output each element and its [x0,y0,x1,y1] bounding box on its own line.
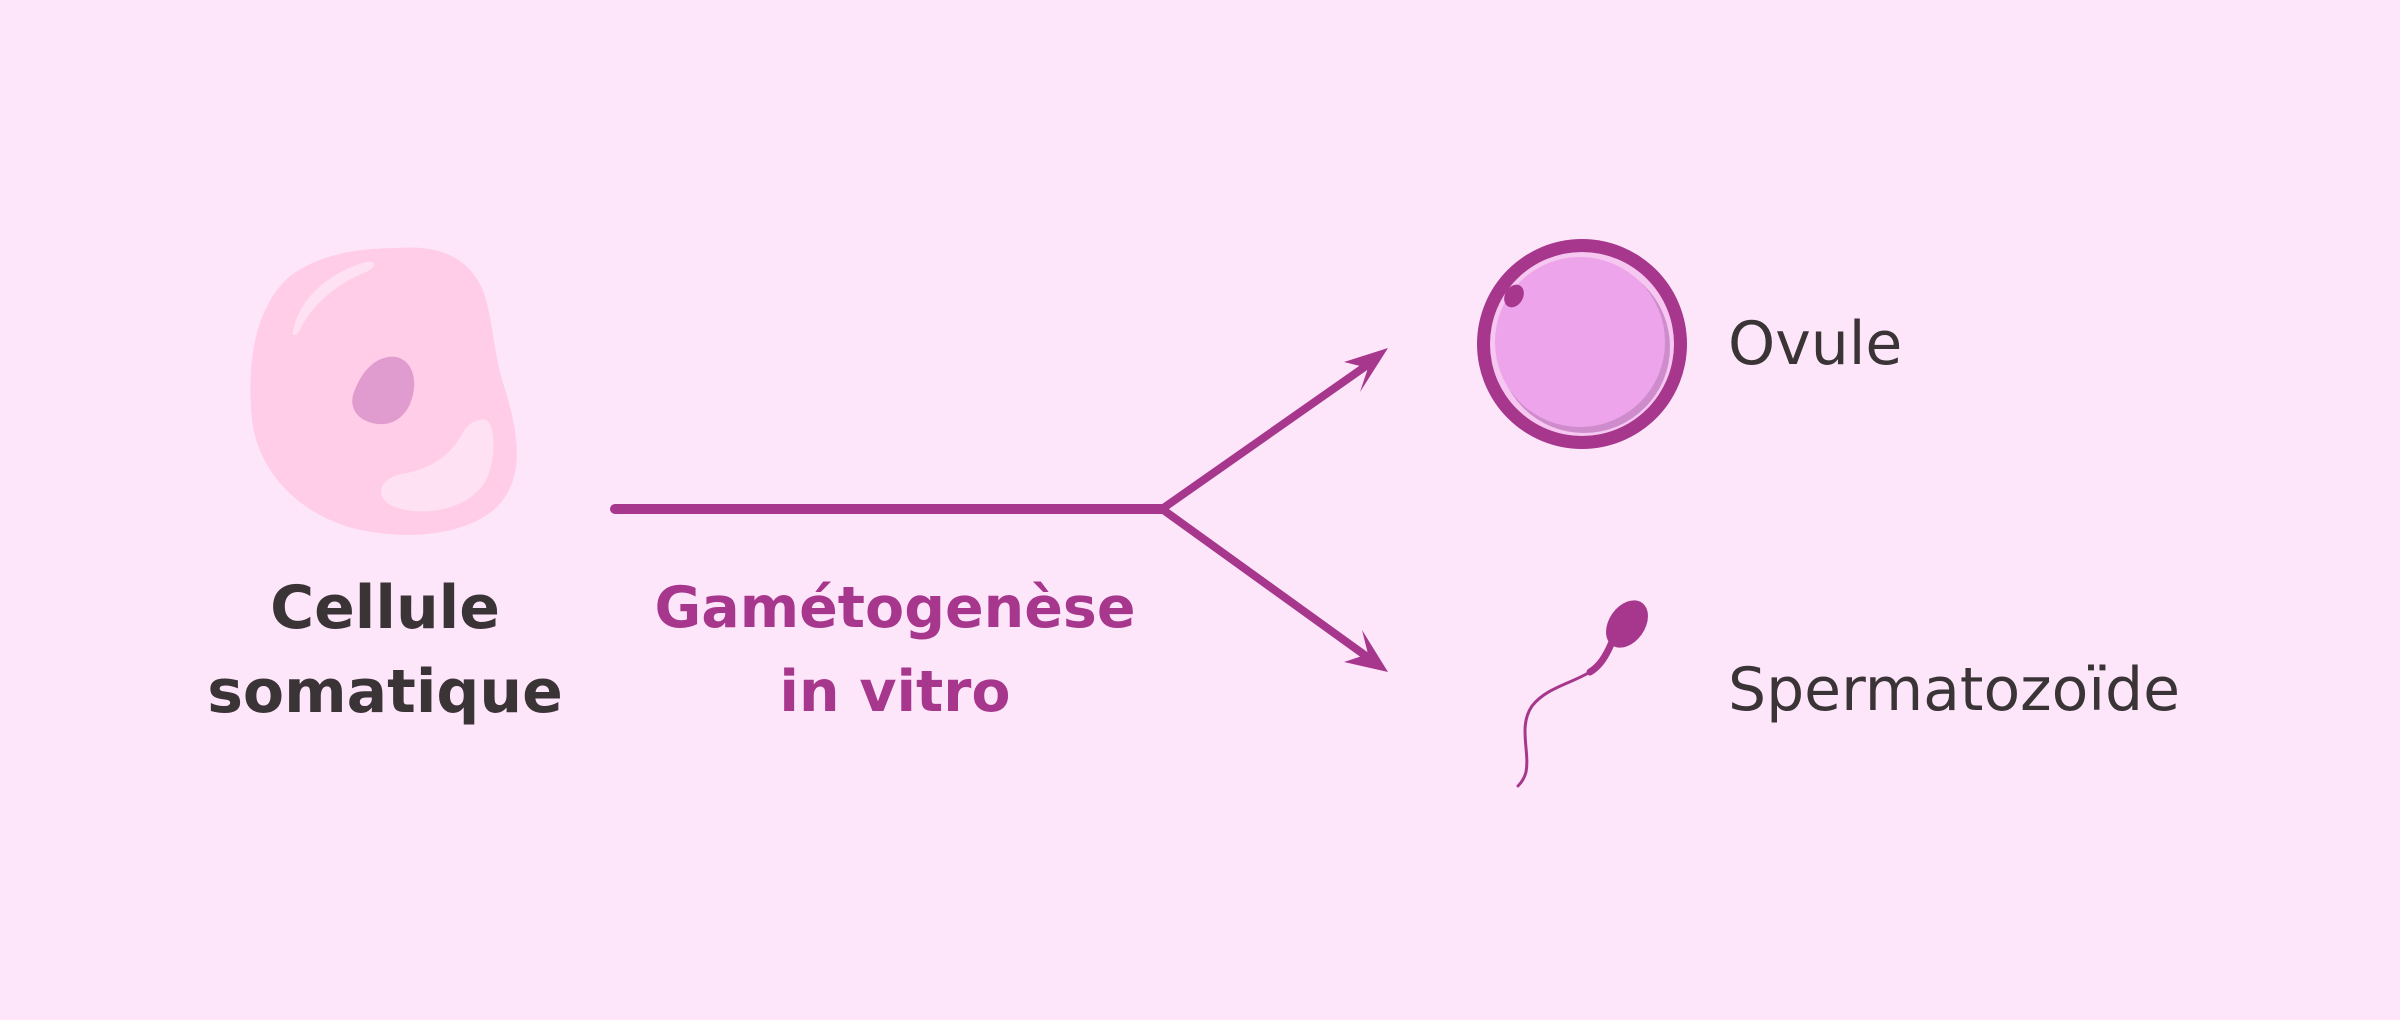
process-label-line2: in vitro [779,659,1011,725]
spermatozoid-label: Spermatozoïde [1728,655,2181,725]
process-label-line1: Gamétogenèse [654,575,1136,641]
ovule-label: Ovule [1728,309,1903,379]
ovule-nucleus [1504,284,1524,308]
spermatozoid-icon [1516,600,1648,788]
somatic-cell-label: Cellule somatique [160,566,610,734]
arrow-branch-up [1158,362,1370,513]
somatic-cell-icon [250,247,517,535]
somatic-cell-label-line1: Cellule [270,573,500,643]
ovule-cytoplasm [1495,257,1665,427]
sperm-midpiece [1586,638,1616,676]
ovule-icon [1477,239,1687,449]
somatic-cell-highlight-bottom [381,419,494,512]
somatic-cell-nucleus [352,356,415,425]
arrowhead-down [1344,630,1388,672]
arrowhead-up [1344,348,1388,392]
gametogenesis-arrow [610,348,1388,672]
sperm-head [1606,600,1648,648]
somatic-cell-label-line2: somatique [207,657,563,727]
process-label: Gamétogenèse in vitro [620,566,1170,734]
arrow-branch-down [1158,505,1370,660]
sperm-tail [1516,670,1592,788]
somatic-cell-highlight-top [292,261,375,336]
